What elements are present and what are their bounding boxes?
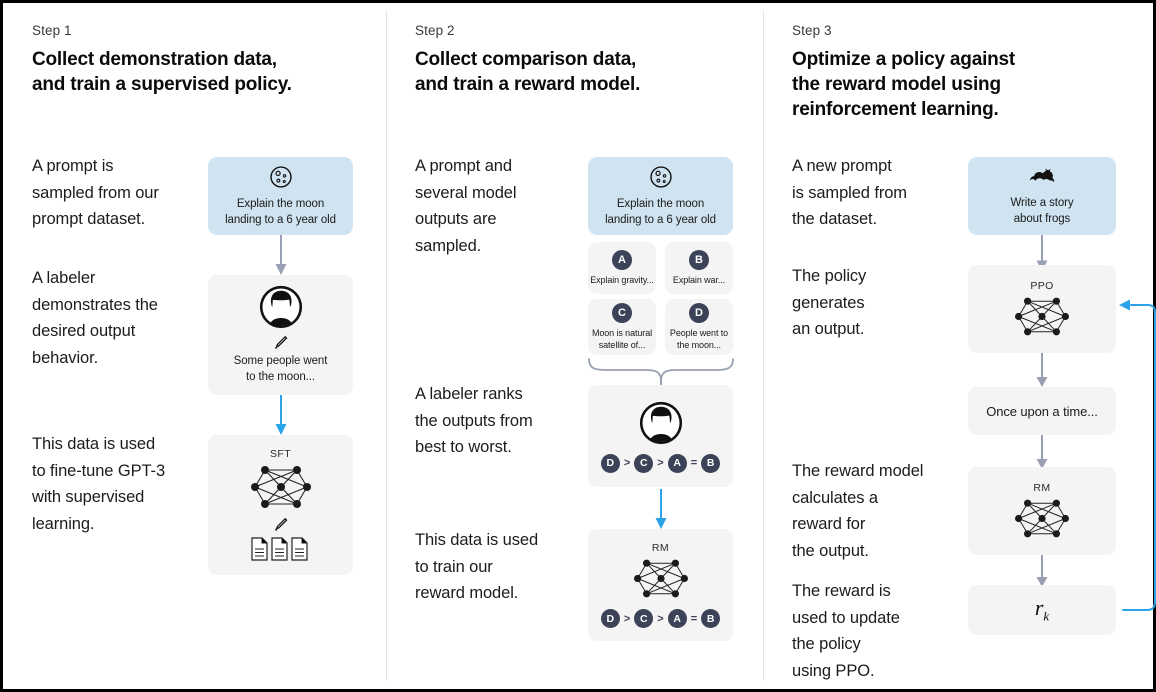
step-3-paragraph-4: The reward is used to update the policy … [792,582,900,681]
documents-icon [250,537,308,561]
step-2-rm-tag: RM [651,542,670,554]
step-3-arrow-2 [1036,353,1048,387]
step-1-labeler-caption: Some people went to the moon... [233,355,328,383]
step-2-rm-ranking-row: D > C > A = B [600,609,721,628]
option-d-text: People went to the moon... [669,327,729,350]
step-2-arrow-2 [655,489,667,529]
rm-rank-op-2: > [657,612,664,625]
step-2-label: Step 2 [415,23,455,38]
person-icon [639,401,682,444]
pencil-icon [274,336,288,349]
step-1-arrow-1 [275,235,287,275]
neural-network-icon [1015,499,1069,537]
neural-network-icon [633,559,688,598]
rank-item-d: D [600,453,620,473]
step-3-title: Optimize a policy against the reward mod… [792,49,1016,121]
rm-rank-item-d: D [600,609,620,628]
step-1-sft-box[interactable]: SFT [208,435,353,575]
step-3-paragraph-2: The policy generates an output. [792,267,867,339]
step-3-prompt-box[interactable]: Write a story about frogs [968,157,1116,235]
moon-icon [269,166,292,188]
step-2-paragraph-2: A labeler ranks the outputs from best to… [415,385,533,457]
option-a-text: Explain gravity... [590,274,654,285]
step-3-arrow-3 [1036,435,1048,469]
step-1-arrow-2 [275,395,287,435]
step-2-title: Collect comparison data, and train a rew… [415,49,641,96]
option-d-badge: D [689,302,709,323]
step-3-feedback-loop-arrow [1119,299,1156,611]
step-3-ppo-tag: PPO [1030,279,1054,292]
step-3-output-box[interactable]: Once upon a time... [968,387,1116,435]
step-2-option-c[interactable]: C Moon is natural satellite of... [588,299,656,355]
pencil-icon [274,517,288,531]
neural-network-icon [250,466,311,508]
step-1-paragraph-2: A labeler demonstrates the desired outpu… [32,269,158,368]
rank-item-b: B [701,453,721,473]
step-1-label: Step 1 [32,23,72,38]
diagram-canvas: Step 1 Collect demonstration data, and t… [3,3,1156,689]
step-3-reward-box[interactable]: rk [968,585,1116,635]
step-3-paragraph-1: A new prompt is sampled from the dataset… [792,157,907,229]
reward-k: k [1043,608,1050,624]
step-1-prompt-box[interactable]: Explain the moon landing to a 6 year old [208,157,353,235]
rank-op-2: > [657,457,664,469]
step-2-option-a[interactable]: A Explain gravity... [588,242,656,294]
moon-icon [649,166,672,188]
step-2-paragraph-1: A prompt and several model outputs are s… [415,157,517,256]
step-1-paragraph-3: This data is used to fine-tune GPT-3 wit… [32,435,166,534]
reward-r: r [1034,595,1044,621]
rank-op-3: = [690,457,698,469]
step-2-prompt-box[interactable]: Explain the moon landing to a 6 year old [588,157,733,235]
step-2-option-b[interactable]: B Explain war... [665,242,733,294]
step-3-column: Step 3 Optimize a policy against the rew… [763,3,1156,689]
step-1-paragraph-1: A prompt is sampled from our prompt data… [32,157,159,229]
option-b-text: Explain war... [672,274,726,285]
step-3-arrow-4 [1036,555,1048,587]
step-3-output-text: Once upon a time... [986,403,1098,419]
step-2-paragraph-3: This data is used to train our reward mo… [415,531,539,603]
step-2-prompt-caption: Explain the moon landing to a 6 year old [605,197,716,226]
step-2-rm-box[interactable]: RM D > C [588,529,733,641]
step-1-title: Collect demonstration data, and train a … [32,49,292,96]
step-2-ranking-box[interactable]: D > C > A = B [588,385,733,487]
rank-op-1: > [623,457,631,469]
step-3-reward-symbol: rk [1035,595,1049,624]
step-2-ranking-row: D > C > A = B [600,453,721,473]
person-icon [259,286,302,329]
rank-item-a: A [667,453,687,473]
rm-rank-item-b: B [701,609,721,628]
step-1-labeler-box[interactable]: Some people went to the moon... [208,275,353,395]
rm-rank-item-c: C [634,609,654,628]
step-2-column: Step 2 Collect comparison data, and trai… [386,3,763,689]
step-2-option-d[interactable]: D People went to the moon... [665,299,733,355]
frog-icon [1029,168,1055,183]
step-1-sft-tag: SFT [269,448,292,460]
option-a-badge: A [612,249,632,270]
rm-rank-op-3: = [690,612,698,625]
step-1-column: Step 1 Collect demonstration data, and t… [3,3,386,689]
rank-item-c: C [634,453,654,473]
option-c-badge: C [612,302,632,323]
rm-rank-item-a: A [667,609,687,628]
neural-network-icon [1015,297,1069,335]
column-divider-2 [763,11,764,681]
step-3-label: Step 3 [792,23,832,38]
step-3-ppo-box[interactable]: PPO [968,265,1116,353]
option-b-badge: B [689,249,709,270]
step-3-prompt-caption: Write a story about frogs [1010,196,1074,225]
step-3-rm-tag: RM [1033,481,1051,494]
column-divider-1 [386,11,387,681]
rm-rank-op-1: > [623,612,631,625]
step-3-rm-box[interactable]: RM [968,467,1116,555]
step-1-prompt-caption: Explain the moon landing to a 6 year old [225,197,336,226]
option-c-text: Moon is natural satellite of... [591,327,653,350]
step-3-paragraph-3: The reward model calculates a reward for… [792,462,924,561]
